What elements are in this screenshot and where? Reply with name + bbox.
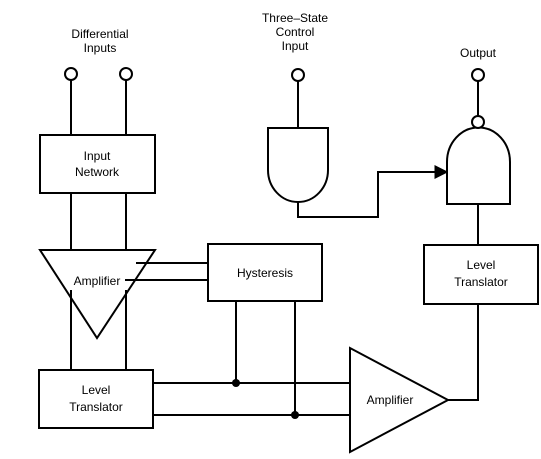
three-state-label-line1: Three–State — [262, 11, 328, 25]
three-state-and-gate — [267, 127, 329, 203]
input-network-label-line1: Input — [84, 149, 111, 163]
level-translator-right-label-line1: Level — [467, 258, 496, 272]
input-network-label-line2: Network — [75, 165, 120, 179]
junction-dot-1 — [232, 379, 240, 387]
output-terminal — [471, 68, 485, 82]
level-translator-left-block — [38, 369, 154, 429]
level-translator-right-label-line2: Translator — [454, 275, 508, 289]
hysteresis-block — [207, 243, 323, 302]
three-state-label-line3: Input — [282, 39, 309, 53]
level-translator-right-block — [423, 244, 539, 305]
differential-input-terminal-1 — [64, 67, 78, 81]
hysteresis-label: Hysteresis — [237, 266, 293, 280]
differential-inputs-label-line2: Inputs — [84, 41, 117, 55]
input-network-block — [39, 134, 156, 194]
level-translator-left-label-line1: Level — [82, 383, 111, 397]
output-label: Output — [460, 46, 497, 60]
output-nand-gate — [446, 126, 511, 205]
three-state-label-line2: Control — [276, 25, 315, 39]
level-translator-left-label-line2: Translator — [69, 400, 123, 414]
amplifier-right-triangle — [349, 346, 451, 454]
three-state-input-terminal — [291, 68, 305, 82]
differential-inputs-label-line1: Differential — [71, 27, 128, 41]
wire-and-to-nand — [297, 165, 449, 218]
wire-amp-out — [448, 304, 479, 401]
junction-dot-2 — [291, 411, 299, 419]
output-inversion-bubble — [471, 115, 485, 129]
differential-input-terminal-2 — [119, 67, 133, 81]
amplifier-right-label: Amplifier — [367, 393, 414, 407]
amplifier-left-label: Amplifier — [74, 274, 121, 288]
